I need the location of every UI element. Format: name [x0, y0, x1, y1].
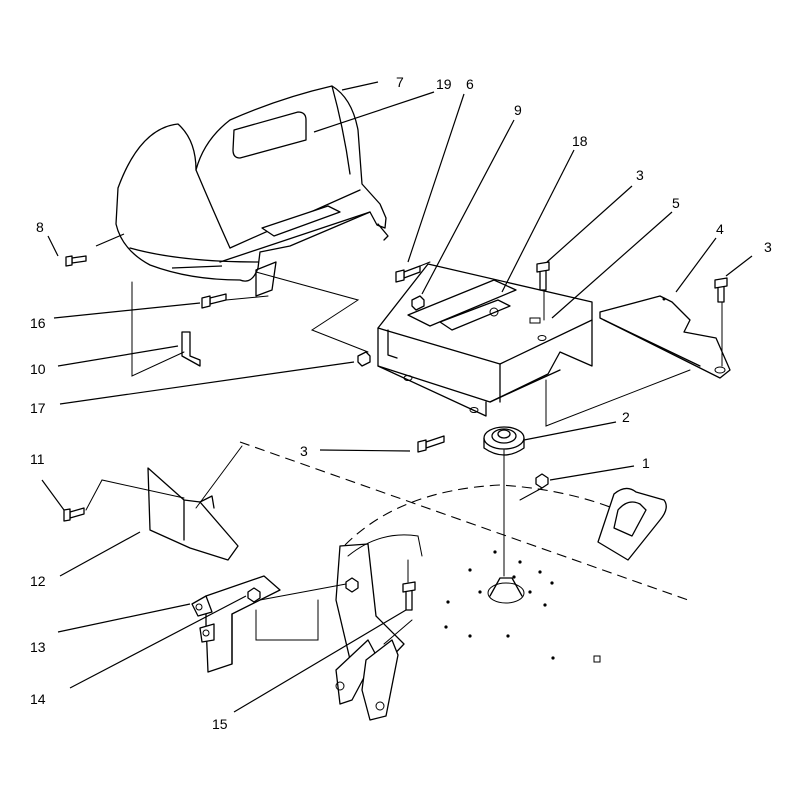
- callout-5: 5: [672, 195, 680, 211]
- mower-deck-outline: [239, 441, 689, 663]
- decal-small: [261, 205, 341, 237]
- callout-3: 3: [636, 167, 644, 183]
- decal-19: [232, 111, 307, 159]
- callout-10: 10: [30, 361, 46, 377]
- callout-16: 16: [30, 315, 46, 331]
- callout-12: 12: [30, 573, 46, 589]
- seat-pan: [115, 85, 389, 297]
- callout-4: 4: [716, 221, 724, 237]
- callout-2: 2: [622, 409, 630, 425]
- callout-6: 6: [466, 76, 474, 92]
- shield-12: [147, 467, 239, 561]
- callout-9: 9: [514, 102, 522, 118]
- callout-14: 14: [30, 691, 46, 707]
- leader-lines: [41, 81, 753, 713]
- callout-19: 19: [436, 76, 452, 92]
- callout-1: 1: [642, 455, 650, 471]
- callout-15: 15: [212, 716, 228, 732]
- frame-bracket: [335, 487, 667, 721]
- bracket-4: [599, 295, 731, 379]
- callout-17: 17: [30, 400, 46, 416]
- callout-11: 11: [30, 451, 45, 467]
- bracket-13: [191, 575, 281, 673]
- callout-13: 13: [30, 639, 46, 655]
- plate-10: [181, 331, 201, 367]
- hardware: [63, 255, 728, 611]
- callout-18: 18: [572, 133, 588, 149]
- callout-8: 8: [36, 219, 44, 235]
- callout-3b: 3: [764, 239, 772, 255]
- mounting-plate: [377, 263, 593, 417]
- callout-3c: 3: [300, 443, 308, 459]
- assembly-lines: [85, 261, 723, 645]
- pulley-2: [483, 426, 525, 456]
- callout-7: 7: [396, 74, 404, 90]
- callout-labels: 7 19 6 9 18 3 5 4 3 8 16 10 17 3 2 1 11 …: [30, 74, 772, 732]
